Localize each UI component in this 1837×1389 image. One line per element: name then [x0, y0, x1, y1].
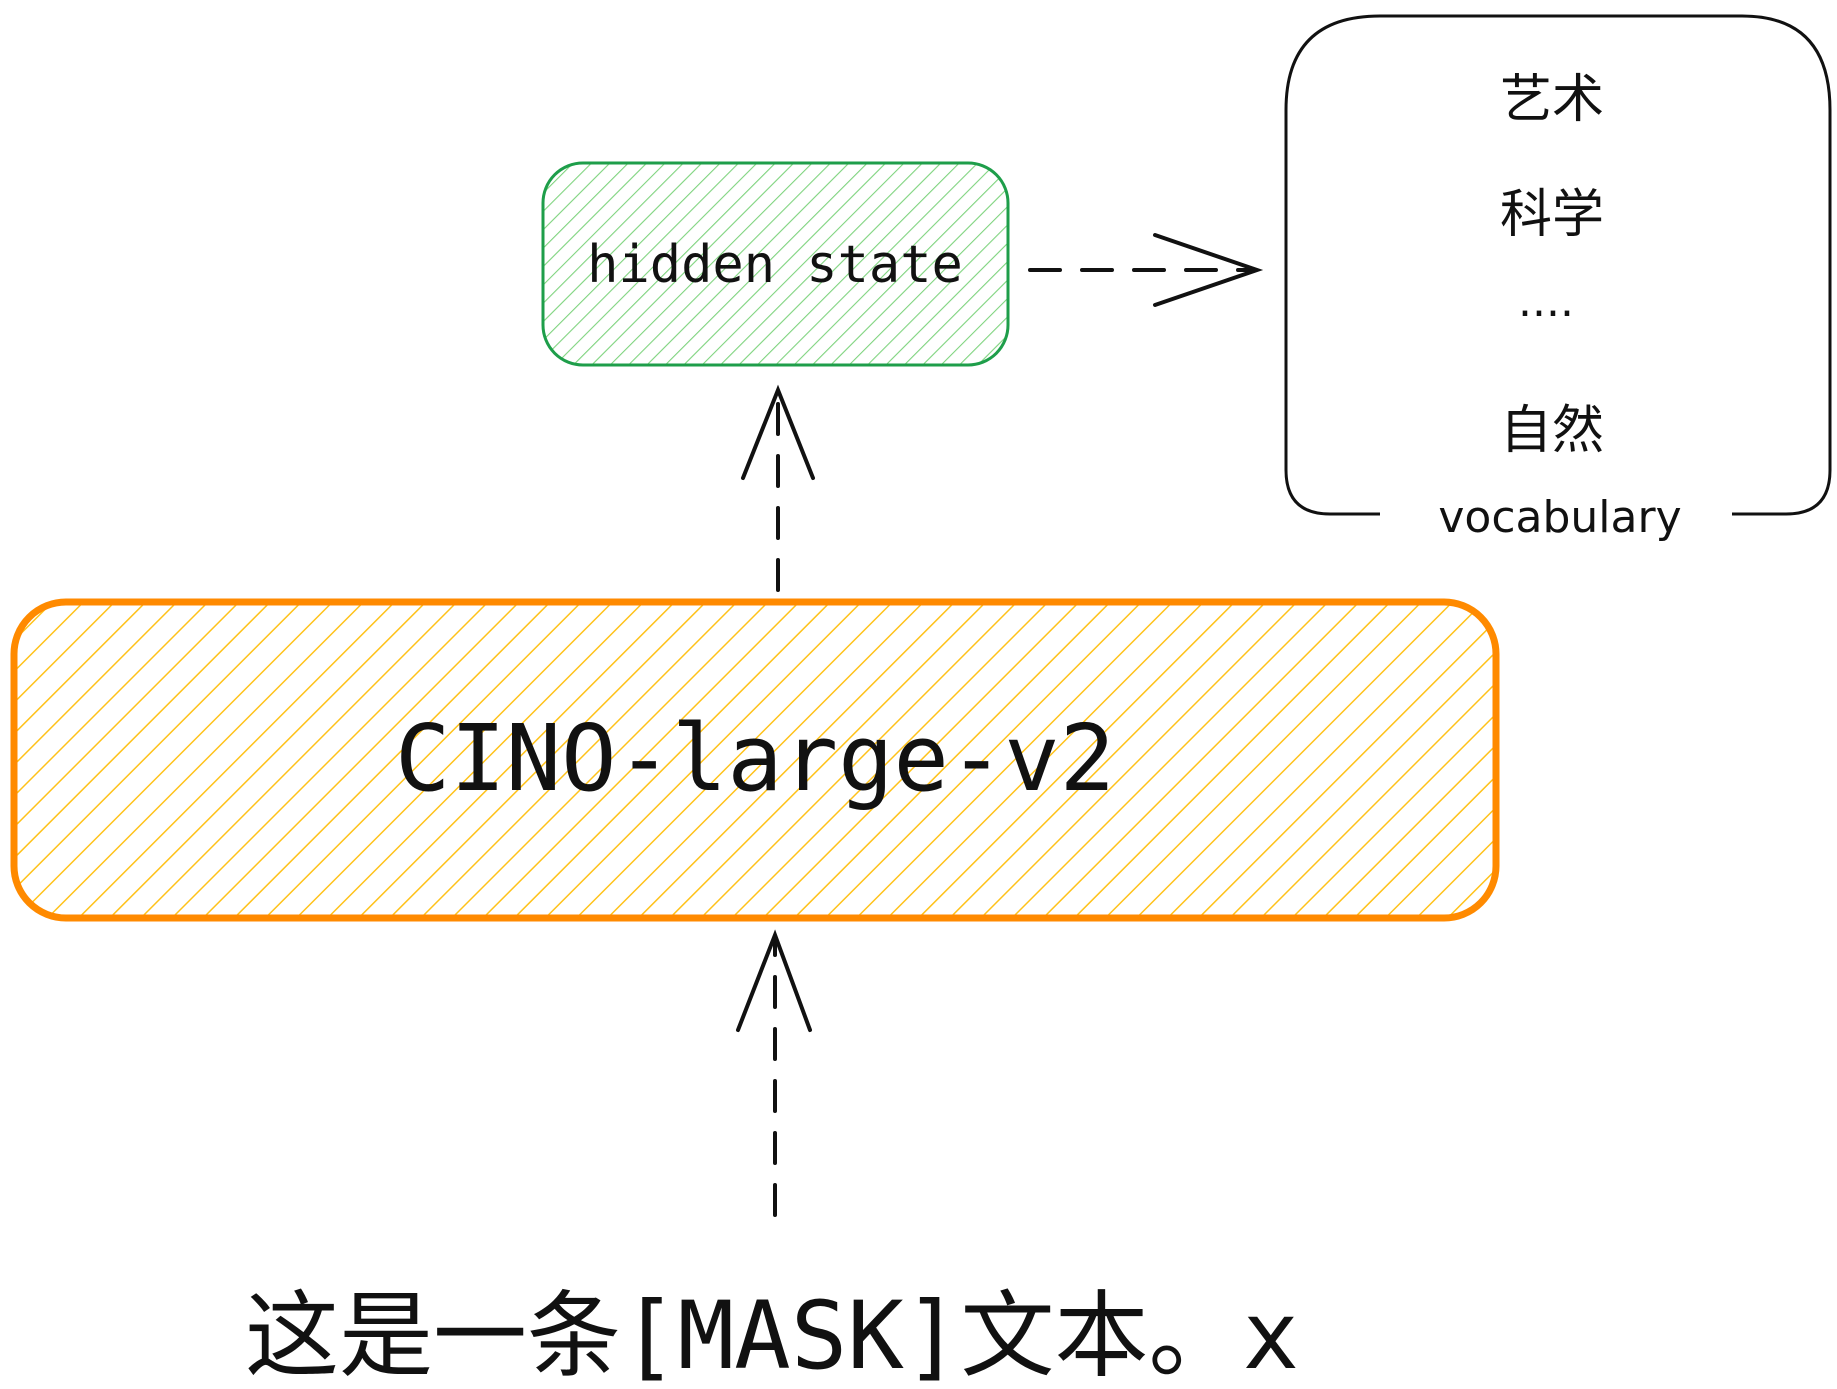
vocabulary-item: 自然 — [1500, 401, 1604, 461]
vocabulary-box — [1284, 14, 1832, 516]
hidden-state-label: hidden state — [587, 235, 963, 295]
arrow-head — [1153, 233, 1264, 307]
vocabulary-node: 艺术 科学 .... 自然 vocabulary — [1284, 14, 1832, 543]
input-text: 这是一条[MASK]文本。x — [245, 1282, 1299, 1389]
arrow-input-to-model — [736, 929, 812, 1217]
hidden-state-box — [541, 161, 1010, 367]
arrow-head — [741, 384, 815, 480]
vocabulary-item: .... — [1518, 276, 1574, 327]
model-node: CINO-large-v2 — [10, 598, 1500, 922]
vocabulary-item: 艺术 — [1500, 70, 1604, 130]
vocabulary-label: vocabulary — [1438, 492, 1681, 543]
model-label: CINO-large-v2 — [395, 705, 1115, 812]
arrow-model-to-hidden-state — [741, 384, 815, 592]
vocabulary-item: 科学 — [1500, 185, 1604, 245]
arrow-head — [736, 929, 812, 1032]
model-box — [10, 598, 1500, 922]
arrow-hidden-to-vocabulary — [1028, 233, 1264, 307]
hidden-state-node: hidden state — [541, 161, 1010, 367]
